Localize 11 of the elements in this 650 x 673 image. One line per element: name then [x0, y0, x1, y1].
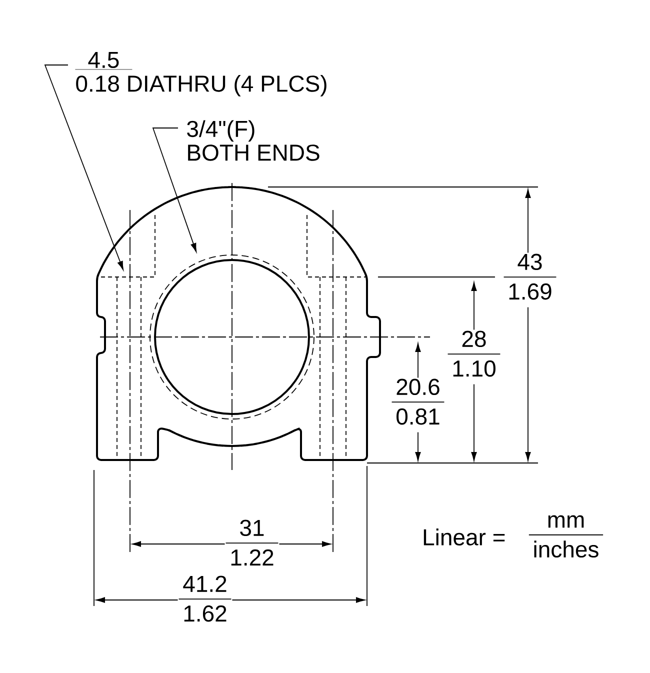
- units-label: Linear =: [424, 528, 505, 546]
- leader-line: [44, 64, 124, 270]
- dimension-label: 28 1.10: [446, 330, 502, 384]
- callout-label: 4.5 0.18 DIATHRU (4 PLCS): [75, 52, 326, 96]
- dimension-label: 20.6 0.81: [390, 378, 446, 432]
- dimension-label: 31 1.22: [224, 518, 280, 574]
- dimension-label: 41.2 1.62: [178, 574, 232, 630]
- dimension-label: 43 1.69: [502, 252, 558, 308]
- unit-fraction: mm inches: [528, 515, 604, 558]
- leader-line: [152, 128, 197, 252]
- callout-label: 3/4"(F) BOTH ENDS: [187, 120, 320, 161]
